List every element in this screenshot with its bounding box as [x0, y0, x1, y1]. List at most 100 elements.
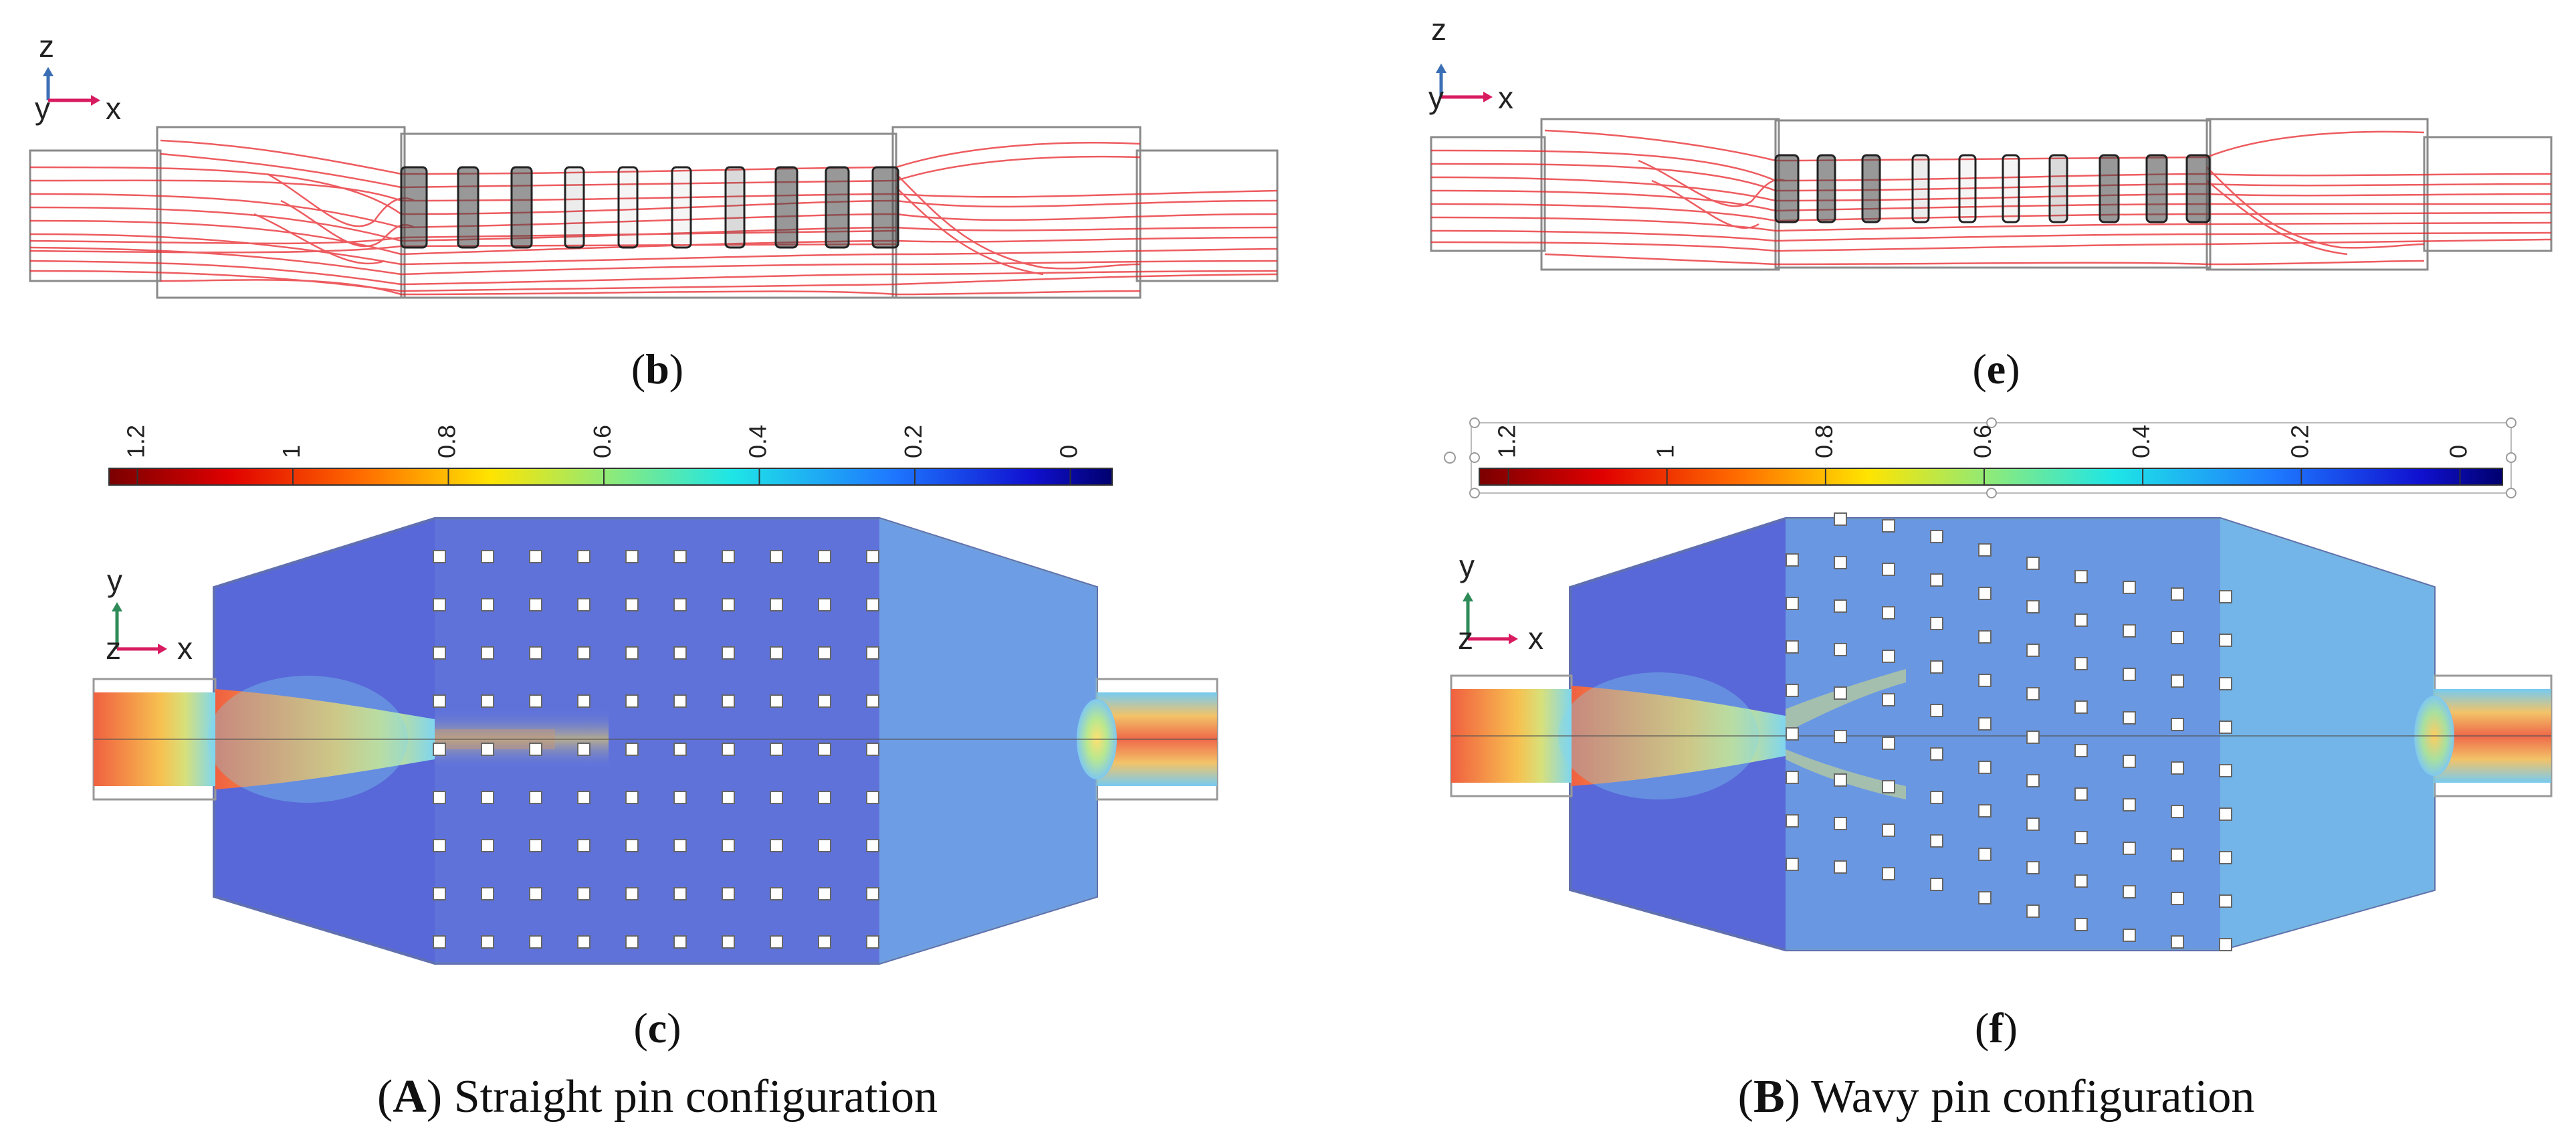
- straight-pin: [625, 694, 639, 708]
- wavy-pin: [1978, 848, 1992, 861]
- straight-pin: [866, 598, 879, 611]
- colorbar-left-tick-label: 0: [1055, 445, 1083, 458]
- wavy-pin: [1978, 761, 1992, 774]
- colorbar-right-tick-label: 0.6: [1969, 425, 1996, 458]
- panel-label-f-letter: f: [1989, 1004, 2004, 1052]
- straight-pin: [577, 887, 591, 900]
- straight-pin: [433, 839, 446, 852]
- wavy-pin: [2026, 600, 2040, 613]
- straight-pin: [818, 791, 831, 804]
- straight-pin: [818, 646, 831, 660]
- wavy-pin: [2219, 590, 2232, 603]
- wavy-pin: [2074, 613, 2088, 627]
- wavy-pin: [2219, 938, 2232, 951]
- wavy-pin: [1834, 599, 1847, 613]
- panel-e-streamlines: z y x: [1428, 12, 2553, 271]
- panel-b-axis-y: y: [35, 91, 50, 126]
- wavy-pin: [1930, 660, 1943, 674]
- wavy-pin: [2171, 848, 2184, 862]
- straight-pin: [770, 550, 783, 563]
- colorbar-left-tick-label: 1.2: [122, 425, 150, 458]
- wavy-pin: [1786, 597, 1799, 610]
- panel-f-axis-z: z: [1458, 621, 1473, 656]
- straight-pin: [722, 887, 735, 900]
- panel-c-axis-z: z: [106, 631, 121, 666]
- wavy-pin: [1834, 860, 1847, 874]
- wavy-pin: [2171, 631, 2184, 644]
- caption-right-text: Wavy pin configuration: [1811, 1071, 2255, 1123]
- straight-pin: [722, 935, 735, 949]
- wavy-pin: [2074, 570, 2088, 583]
- wavy-pin: [1882, 563, 1895, 576]
- straight-pin: [673, 839, 687, 852]
- straight-pin: [866, 839, 879, 852]
- panel-label-e: (e): [1972, 345, 2020, 393]
- wavy-pin: [1930, 617, 1943, 630]
- wavy-pin: [2171, 935, 2184, 949]
- wavy-pin: [2123, 711, 2136, 725]
- straight-pin: [481, 694, 494, 708]
- straight-pin: [529, 791, 542, 804]
- panel-b-axis-x: x: [106, 91, 121, 126]
- straight-pin: [433, 550, 446, 563]
- panel-b-axis-triad: z y x: [35, 29, 121, 126]
- wavy-pin: [2074, 744, 2088, 757]
- wavy-pin: [2026, 687, 2040, 700]
- wavy-pin: [1834, 556, 1847, 569]
- panel-c-axis-x: x: [177, 631, 193, 666]
- wavy-pin: [1786, 858, 1799, 871]
- caption-left-letter: A: [393, 1071, 427, 1123]
- straight-pin: [529, 743, 542, 756]
- straight-pin: [818, 550, 831, 563]
- panel-e-pins: [1774, 154, 2211, 223]
- wavy-pin: [1834, 773, 1847, 787]
- wavy-pin: [2074, 657, 2088, 670]
- wavy-pin: [2171, 892, 2184, 905]
- straight-pin: [770, 839, 783, 852]
- straight-pin: [866, 887, 879, 900]
- wavy-pin: [2123, 581, 2136, 594]
- panel-label-b-letter: b: [645, 345, 669, 393]
- straight-pin: [722, 791, 735, 804]
- wavy-pin: [1834, 730, 1847, 743]
- wavy-pin: [1882, 519, 1895, 533]
- wavy-pin: [2074, 700, 2088, 714]
- straight-pin: [866, 550, 879, 563]
- straight-pin: [577, 646, 591, 660]
- panel-c-pins: [433, 550, 879, 949]
- colorbar-right-tick-label: 0: [2444, 445, 2472, 458]
- straight-pin: [433, 694, 446, 708]
- panel-f-velocity-field: y z x: [1450, 512, 2553, 951]
- straight-pin: [625, 598, 639, 611]
- straight-pin: [481, 598, 494, 611]
- straight-pin: [625, 743, 639, 756]
- panel-f-axis-x: x: [1528, 621, 1543, 656]
- straight-pin: [625, 791, 639, 804]
- wavy-pin: [1930, 747, 1943, 761]
- straight-pin: [481, 646, 494, 660]
- straight-pin: [577, 694, 591, 708]
- straight-pin: [673, 550, 687, 563]
- straight-pin: [818, 887, 831, 900]
- panel-c-velocity-field: y z x: [92, 517, 1218, 965]
- caption-right: (B) Wavy pin configuration: [1737, 1071, 2255, 1123]
- caption-left: (A) Straight pin configuration: [377, 1071, 938, 1123]
- straight-pin: [481, 743, 494, 756]
- wavy-pin: [1978, 543, 1992, 557]
- wavy-pin: [2219, 894, 2232, 908]
- wavy-pin: [2123, 624, 2136, 638]
- colorbar-right-tick-label: 1.2: [1493, 425, 1521, 458]
- straight-pin: [818, 743, 831, 756]
- wavy-pin: [2171, 674, 2184, 688]
- wavy-pin: [1978, 891, 1992, 904]
- panel-b-flow-lines: [29, 139, 1278, 296]
- straight-pin: [770, 598, 783, 611]
- wavy-pin: [1834, 817, 1847, 830]
- straight-pin: [433, 598, 446, 611]
- wavy-pin: [1930, 791, 1943, 804]
- wavy-pin: [1930, 704, 1943, 717]
- straight-pin: [433, 646, 446, 660]
- straight-pin: [673, 791, 687, 804]
- wavy-pin: [1882, 867, 1895, 880]
- straight-pin: [529, 935, 542, 949]
